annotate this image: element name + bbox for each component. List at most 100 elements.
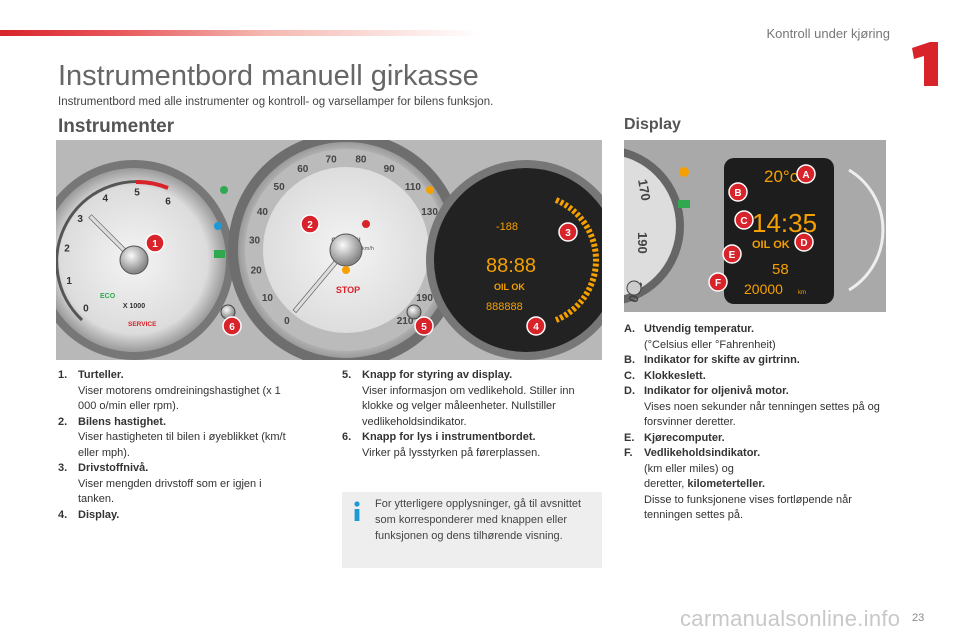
speed-tick-60: 60 bbox=[297, 164, 309, 175]
high-beam-icon bbox=[214, 222, 222, 230]
display-ring bbox=[848, 168, 885, 292]
legend-item-6: 6.Knapp for lys i instrumentbordet. Virk… bbox=[342, 431, 541, 459]
legend-item-b: B.Indikator for skifte av girtrinn. bbox=[624, 354, 800, 366]
svg-text:E: E bbox=[729, 250, 736, 261]
callout-1: 1 bbox=[145, 233, 165, 253]
lights-icon bbox=[220, 186, 228, 194]
callout-3: 3 bbox=[558, 222, 578, 242]
legend-item-4: 4.Display. bbox=[58, 508, 120, 521]
callout-f: F bbox=[708, 272, 728, 292]
svg-text:6: 6 bbox=[229, 322, 235, 333]
legend-item-5: 5.Knapp for styring av display. Viser in… bbox=[342, 369, 575, 428]
speed-tick-20: 20 bbox=[251, 266, 263, 277]
speedometer-hub bbox=[329, 233, 363, 267]
svg-text:1: 1 bbox=[152, 239, 158, 250]
speed-tick-30: 30 bbox=[249, 236, 261, 247]
legend-item-c: C.Klokkeslett. bbox=[624, 369, 706, 382]
svg-text:D: D bbox=[800, 238, 807, 249]
instrument-cluster-image: 0 1 2 3 4 5 6 X 1000 ECO SERVICE 0 10 20 30 40 50 60… bbox=[56, 140, 602, 360]
info-icon bbox=[354, 501, 360, 521]
tacho-tick-4: 4 bbox=[103, 194, 109, 205]
svg-text:A: A bbox=[802, 170, 809, 181]
svg-text:4: 4 bbox=[533, 322, 539, 333]
callout-5: 5 bbox=[414, 316, 434, 336]
legend-item-3: 3.Drivstoffnivå. Viser mengden drivstoff… bbox=[58, 462, 262, 505]
display-closeup-drawing: 170 190 210 20°c 14:35 OIL OK 58 20000 k… bbox=[624, 148, 885, 304]
tacho-tick-0: 0 bbox=[83, 303, 89, 314]
display-button[interactable] bbox=[406, 304, 422, 320]
svg-text:2: 2 bbox=[307, 220, 313, 231]
page-number: 23 bbox=[912, 612, 925, 624]
info-text: For ytterligere opplysninger, gå til avs… bbox=[375, 498, 582, 542]
tachometer-unit: X 1000 bbox=[123, 303, 145, 310]
instrument-cluster-drawing: 0 1 2 3 4 5 6 X 1000 ECO SERVICE 0 10 20 30 40 50 60… bbox=[56, 140, 602, 360]
legend-left: 1.Turteller. Viser motorens omdreiningsh… bbox=[58, 368, 298, 523]
fuel-gauge bbox=[554, 197, 599, 323]
speed-tick-130: 130 bbox=[421, 207, 438, 218]
engine-warning-icon bbox=[342, 266, 350, 274]
svg-text:3: 3 bbox=[565, 228, 571, 239]
odometer-readout: 20000 bbox=[744, 281, 783, 297]
speed-tick-70: 70 bbox=[326, 155, 338, 166]
display-dial bbox=[434, 168, 602, 352]
callout-e: E bbox=[722, 244, 742, 264]
odometer-unit: km bbox=[798, 290, 806, 296]
speed-tick-50: 50 bbox=[274, 182, 286, 193]
oil-status-readout: OIL OK bbox=[752, 239, 790, 251]
display-button[interactable] bbox=[626, 280, 642, 296]
legend-middle: 5.Knapp for styring av display. Viser in… bbox=[342, 368, 604, 461]
speed-tick-0: 0 bbox=[284, 316, 290, 327]
svg-text:C: C bbox=[740, 216, 747, 227]
lcd-odometer: 888888 bbox=[486, 301, 523, 313]
speed-tick-40: 40 bbox=[257, 207, 269, 218]
right-turn-icon bbox=[678, 200, 690, 208]
display-closeup-image: 170 190 210 20°c 14:35 OIL OK 58 20000 k… bbox=[624, 140, 886, 312]
temperature-readout: 20°c bbox=[764, 167, 799, 186]
speedometer-edge bbox=[624, 148, 684, 304]
lcd-screen bbox=[724, 158, 834, 304]
legend-item-f: F.Vedlikeholdsindikator. (km eller miles… bbox=[624, 447, 852, 521]
svg-text:F: F bbox=[715, 278, 721, 289]
legend-item-2: 2.Bilens hastighet. Viser hastigheten ti… bbox=[58, 415, 286, 459]
tachometer-redline bbox=[135, 179, 169, 190]
speed-tick-190: 190 bbox=[635, 232, 650, 254]
lcd-oil: OIL OK bbox=[494, 282, 525, 292]
chapter-number bbox=[912, 42, 938, 86]
legend-item-d: D.Indikator for oljenivå motor. Vises no… bbox=[624, 385, 880, 428]
left-turn-icon bbox=[214, 250, 225, 258]
speed-tick-10: 10 bbox=[262, 293, 274, 304]
warning-light-icon bbox=[679, 167, 689, 177]
chapter-title: Kontroll under kjøring bbox=[766, 26, 890, 41]
speed-tick-110: 110 bbox=[405, 182, 422, 193]
trip-readout: 58 bbox=[772, 261, 789, 278]
callout-6: 6 bbox=[222, 316, 242, 336]
page-title: Instrumentbord manuell girkasse bbox=[58, 60, 479, 92]
legend-right: A.Utvendig temperatur. (°Celsius eller °… bbox=[624, 322, 886, 524]
callout-a: A bbox=[796, 164, 816, 184]
callout-2: 2 bbox=[300, 214, 320, 234]
speed-tick-170: 170 bbox=[635, 178, 654, 202]
svg-text:B: B bbox=[734, 188, 741, 199]
tacho-tick-1: 1 bbox=[66, 276, 72, 287]
lcd-top: -188 bbox=[496, 221, 518, 233]
tachometer-hub bbox=[119, 245, 149, 275]
display-heading: Display bbox=[624, 116, 681, 133]
legend-item-e: E.Kjørecomputer. bbox=[624, 431, 725, 444]
tacho-tick-2: 2 bbox=[64, 244, 70, 255]
lcd-clock: 88:88 bbox=[486, 255, 536, 277]
header-accent-bar bbox=[0, 30, 480, 36]
speed-tick-90: 90 bbox=[384, 164, 396, 175]
legend-item-a: A.Utvendig temperatur. (°Celsius eller °… bbox=[624, 323, 776, 351]
watermark: carmanualsonline.info bbox=[680, 606, 901, 631]
tacho-tick-6: 6 bbox=[165, 196, 171, 207]
callout-c: C bbox=[734, 210, 754, 230]
speed-unit: km/h bbox=[362, 246, 374, 252]
eco-label: ECO bbox=[100, 293, 116, 300]
callout-4: 4 bbox=[526, 316, 546, 336]
fog-icon bbox=[426, 186, 434, 194]
page-subtitle: Instrumentbord med alle instrumenter og … bbox=[58, 96, 494, 108]
seatbelt-icon bbox=[362, 220, 370, 228]
service-label: SERVICE bbox=[128, 321, 157, 328]
speed-tick-80: 80 bbox=[355, 155, 367, 166]
